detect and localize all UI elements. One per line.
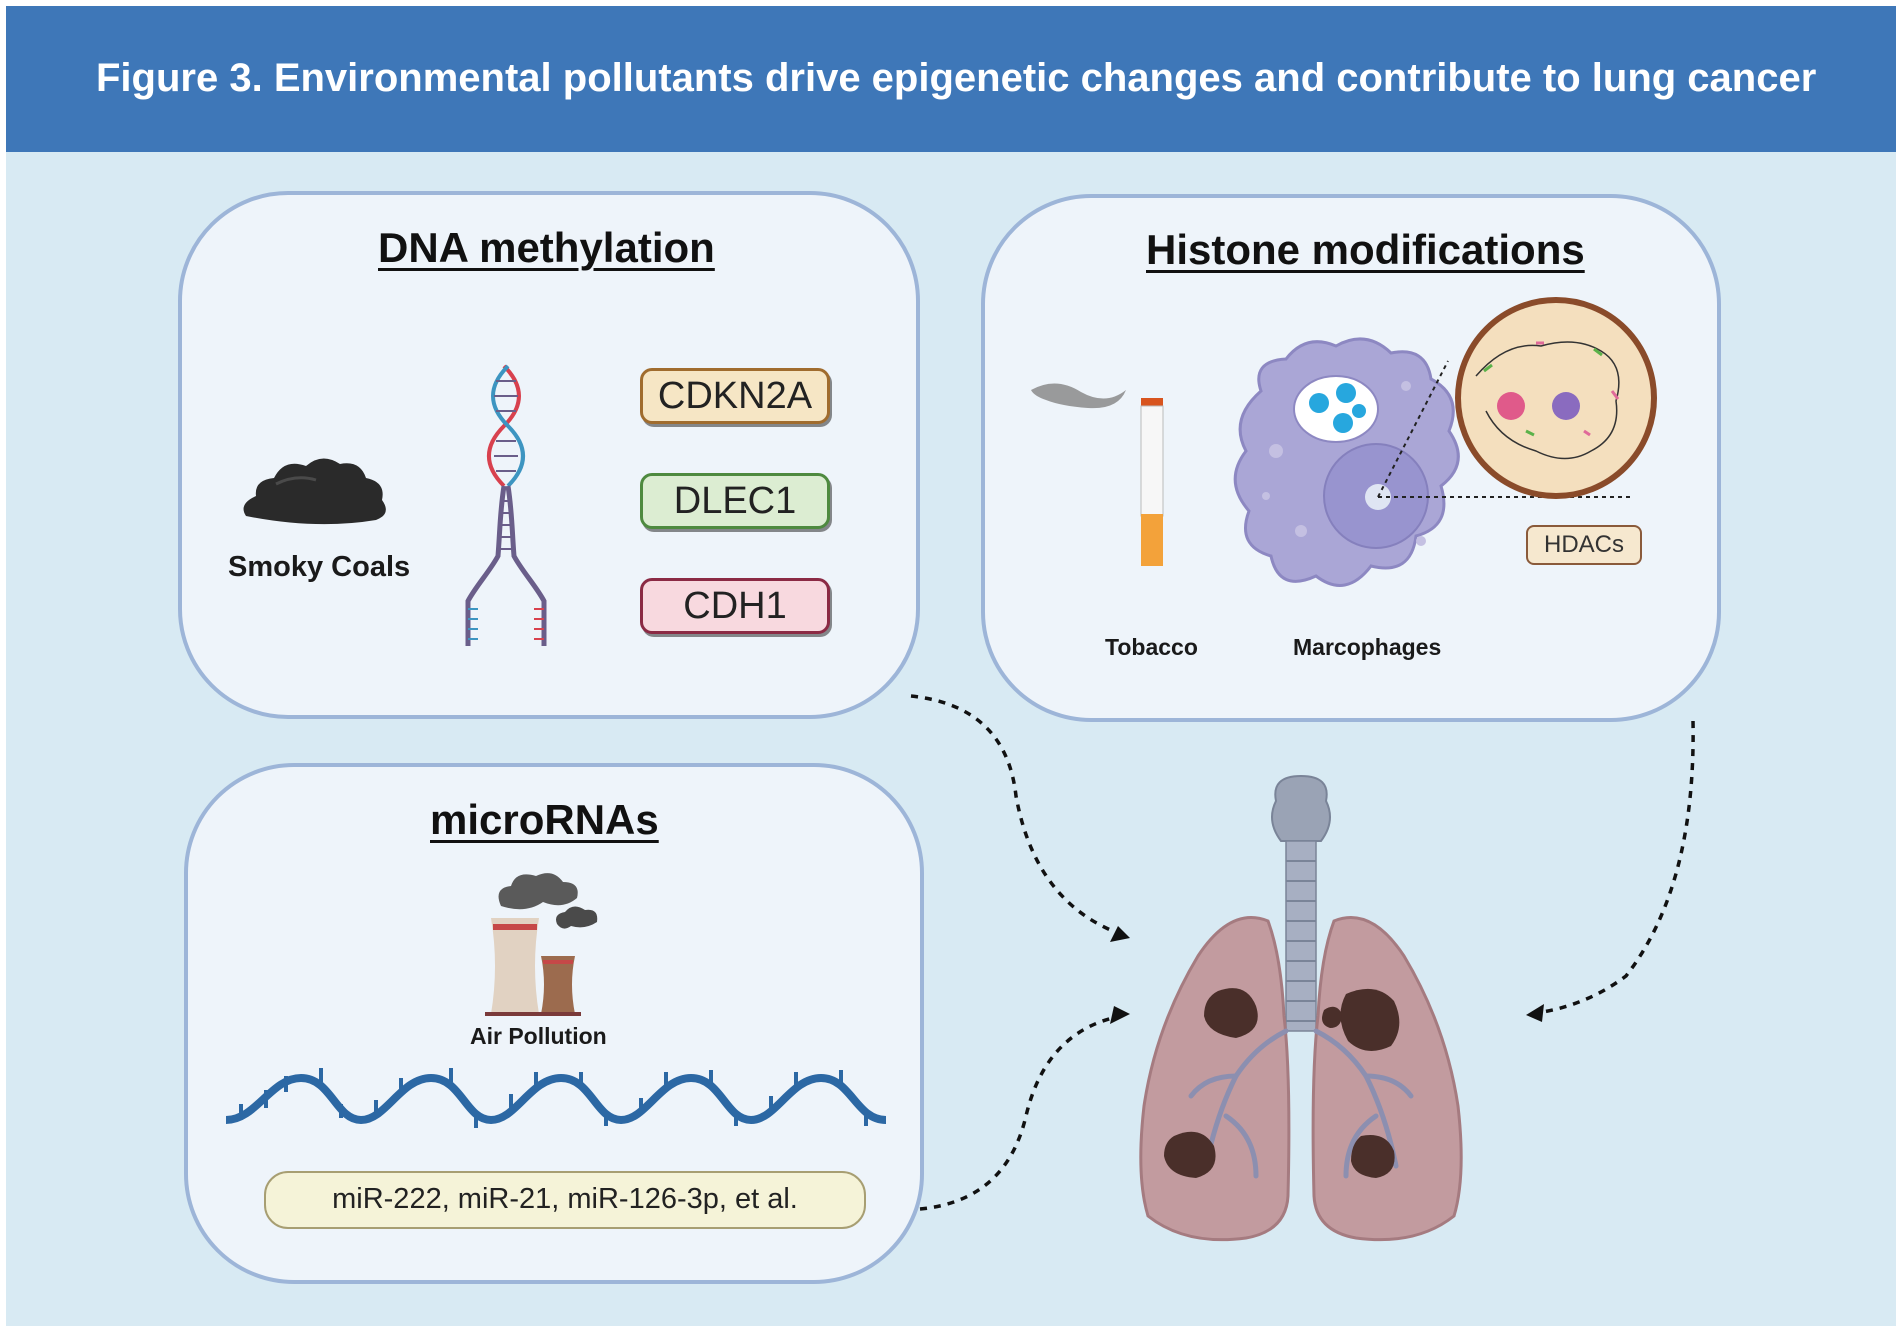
gene-box-cdh1: CDH1 [640,578,830,634]
gene-box-cdkn2a: CDKN2A [640,368,830,424]
macrophages-label: Marcophages [1293,634,1442,660]
figure: Figure 3. Environmental pollutants drive… [6,6,1896,1326]
figure-title: Figure 3. Environmental pollutants drive… [96,56,1817,100]
hdacs-box: HDACs [1526,525,1642,565]
arrow-micrornas-to-lungs [919,1014,1122,1211]
cigarette-icon [1031,383,1164,566]
lungs-icon [1139,774,1463,1242]
dna-helix-icon [465,364,547,646]
arrow-histone-to-lungs [1535,720,1695,1015]
macrophage-icon [1233,337,1460,587]
power-plant-icon [485,873,598,1016]
chromatin-zoom-icon [1377,297,1657,499]
arrow-dna-methylation-to-lungs [910,694,1127,938]
air-pollution-label: Air Pollution [470,1023,607,1049]
smoky-coals-label: Smoky Coals [228,551,411,583]
mirna-examples-box: miR-222, miR-21, miR-126-3p, et al. [264,1171,866,1229]
panel-title-micrornas: microRNAs [430,796,659,843]
rna-strand-icon [225,1068,887,1128]
smoky-coal-icon [243,458,386,525]
panel-title-dna-methylation: DNA methylation [378,224,715,271]
gene-box-dlec1: DLEC1 [640,473,830,529]
tobacco-label: Tobacco [1105,634,1198,660]
header-bar: Figure 3. Environmental pollutants drive… [6,6,1896,152]
panel-title-histone-modifications: Histone modifications [1146,226,1585,273]
